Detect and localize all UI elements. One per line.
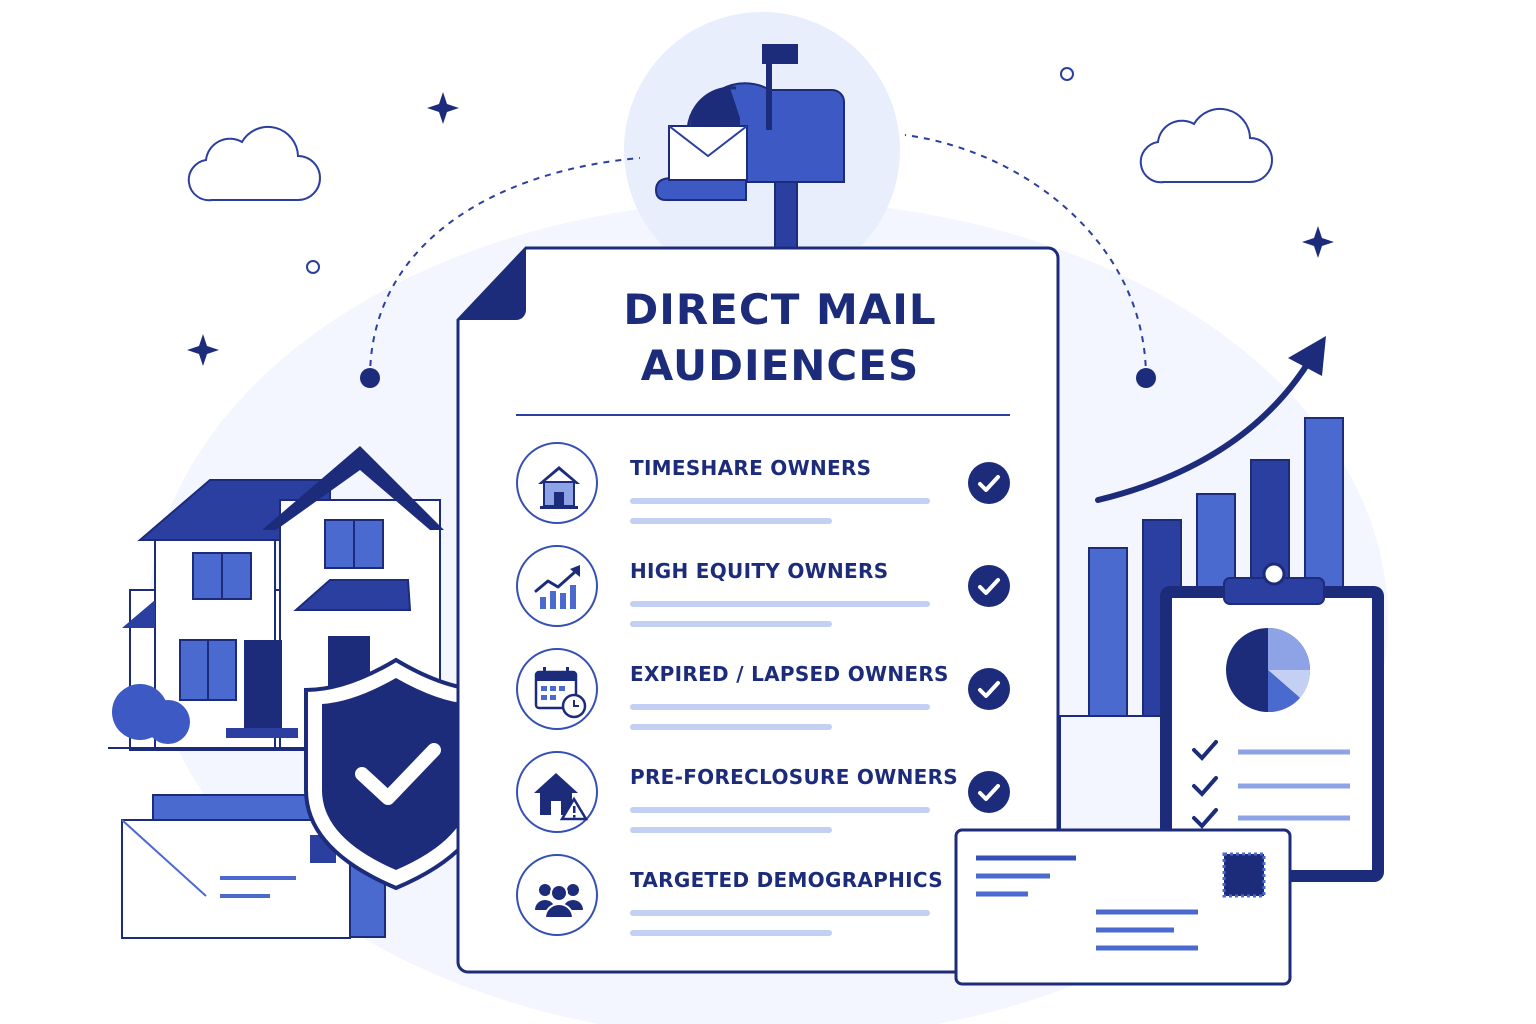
clipboard-icon	[1160, 562, 1384, 882]
audience-label: TARGETED DEMOGRAPHICS	[630, 868, 943, 892]
audience-item-pre-foreclosure: PRE-FORECLOSURE OWNERS	[516, 751, 1016, 851]
calendar-clock-icon	[516, 648, 598, 730]
page-title: DIRECT MAIL AUDIENCES	[520, 282, 1040, 394]
checkmark-icon	[968, 462, 1010, 504]
people-group-icon	[516, 854, 598, 936]
audience-label: PRE-FORECLOSURE OWNERS	[630, 765, 958, 789]
envelope-icon	[954, 828, 1292, 986]
checkmark-icon	[968, 668, 1010, 710]
audience-label: TIMESHARE OWNERS	[630, 456, 872, 480]
shield-check-icon	[304, 657, 488, 891]
title-line-1: DIRECT MAIL	[623, 285, 937, 334]
sparkle-icon	[1302, 226, 1334, 258]
checkmark-icon	[968, 565, 1010, 607]
trend-arrow-icon	[1095, 357, 1313, 503]
cloud-icon	[187, 125, 321, 202]
title-divider	[516, 414, 1010, 416]
audience-item-high-equity: HIGH EQUITY OWNERS	[516, 545, 1016, 645]
audience-item-demographics: TARGETED DEMOGRAPHICS	[516, 854, 1016, 954]
sparkle-icon	[427, 92, 459, 124]
cloud-icon	[1139, 107, 1273, 184]
mailbox-icon	[654, 44, 845, 251]
audience-item-timeshare: TIMESHARE OWNERS	[516, 442, 1016, 542]
envelope-icon	[121, 794, 386, 939]
house-icon	[516, 442, 598, 524]
growth-chart-icon	[516, 545, 598, 627]
audience-item-expired: EXPIRED / LAPSED OWNERS	[516, 648, 1016, 748]
title-line-2: AUDIENCES	[640, 341, 920, 390]
house-warning-icon	[516, 751, 598, 833]
audience-label: HIGH EQUITY OWNERS	[630, 559, 889, 583]
sparkle-icon	[187, 334, 219, 366]
audience-label: EXPIRED / LAPSED OWNERS	[630, 662, 949, 686]
checkmark-icon	[968, 771, 1010, 813]
